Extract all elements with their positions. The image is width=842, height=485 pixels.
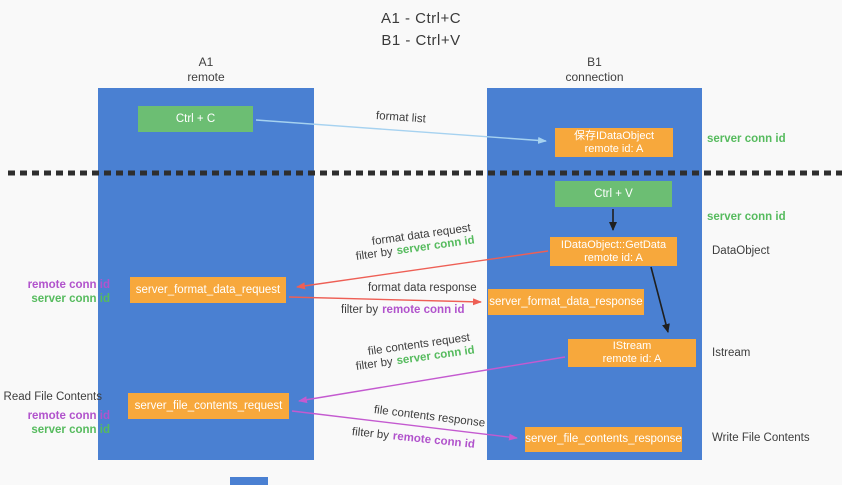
write-file-contents-label: Write File Contents (712, 432, 810, 444)
save-dataobject-box: 保存IDataObject remote id: A (555, 128, 673, 157)
istream-line1: IStream (612, 340, 652, 352)
istream-line2: remote id: A (602, 353, 662, 365)
format-list-label: format list (375, 110, 427, 126)
server-conn-id-left-label-2: server conn id (31, 424, 110, 436)
column-header-b1: B1 connection (487, 55, 702, 85)
filter-by-text: filter by (355, 355, 394, 373)
column-a1-role: remote (187, 70, 225, 84)
server-file-contents-response-box: server_file_contents_response (525, 427, 682, 452)
server-format-data-request-box: server_format_data_request (130, 277, 286, 303)
remote-conn-id-left-label-1: remote conn id (27, 279, 110, 291)
istream-box: IStream remote id: A (568, 339, 696, 367)
format-data-response-label: format data response (368, 282, 477, 294)
column-b1-role: connection (565, 70, 624, 84)
remote-conn-id-text: remote conn id (382, 304, 465, 316)
conn-id-pair-file: remote conn id server conn id (0, 409, 110, 437)
server-format-data-request-label: server_format_data_request (135, 283, 281, 296)
diagram-title: A1 - Ctrl+C B1 - Ctrl+V (281, 8, 561, 52)
server-file-contents-request-box: server_file_contents_request (128, 393, 289, 419)
getdata-line2: remote id: A (584, 251, 643, 264)
server-conn-id-left-label-1: server conn id (31, 293, 110, 305)
filter-by-text: filter by (341, 304, 379, 316)
read-file-contents-label: Read File Contents (3, 391, 102, 403)
ctrl-v-box: Ctrl + V (555, 181, 672, 207)
file-contents-response-label: file contents response (373, 404, 486, 430)
save-dataobject-line2: remote id: A (584, 142, 644, 155)
ctrl-v-label: Ctrl + V (594, 187, 633, 200)
conn-id-pair-format: remote conn id server conn id (0, 278, 110, 306)
server-file-contents-response-label: server_file_contents_response (525, 433, 682, 445)
remote-conn-id-text: remote conn id (392, 430, 476, 451)
ctrl-c-box: Ctrl + C (138, 106, 253, 132)
save-dataobject-line1: 保存IDataObject (573, 129, 655, 142)
dataobject-side-label: DataObject (712, 245, 770, 257)
remote-conn-id-left-label-2: remote conn id (27, 410, 110, 422)
title-line-a1: A1 - Ctrl+C (380, 10, 462, 27)
server-conn-id-side-label-mid: server conn id (707, 211, 786, 223)
istream-side-label: Istream (712, 347, 751, 359)
server-format-data-response-box: server_format_data_response (488, 289, 644, 315)
getdata-box: IDataObject::GetData remote id: A (550, 237, 677, 266)
bottom-blue-strip (230, 477, 268, 485)
server-format-data-response-label: server_format_data_response (489, 295, 643, 308)
column-a1-name: A1 (198, 55, 214, 69)
filter-by-text: filter by (355, 245, 394, 263)
column-b1-name: B1 (587, 55, 602, 69)
filter-by-text: filter by (351, 426, 390, 442)
ctrl-c-label: Ctrl + C (175, 112, 216, 125)
column-header-a1: A1 remote (98, 55, 314, 85)
server-file-contents-request-label: server_file_contents_request (134, 399, 283, 412)
arrow-format-data-response (288, 296, 482, 306)
getdata-line1: IDataObject::GetData (560, 238, 667, 251)
server-conn-id-side-label-top: server conn id (707, 133, 786, 145)
title-line-b1: B1 - Ctrl+V (381, 32, 461, 49)
